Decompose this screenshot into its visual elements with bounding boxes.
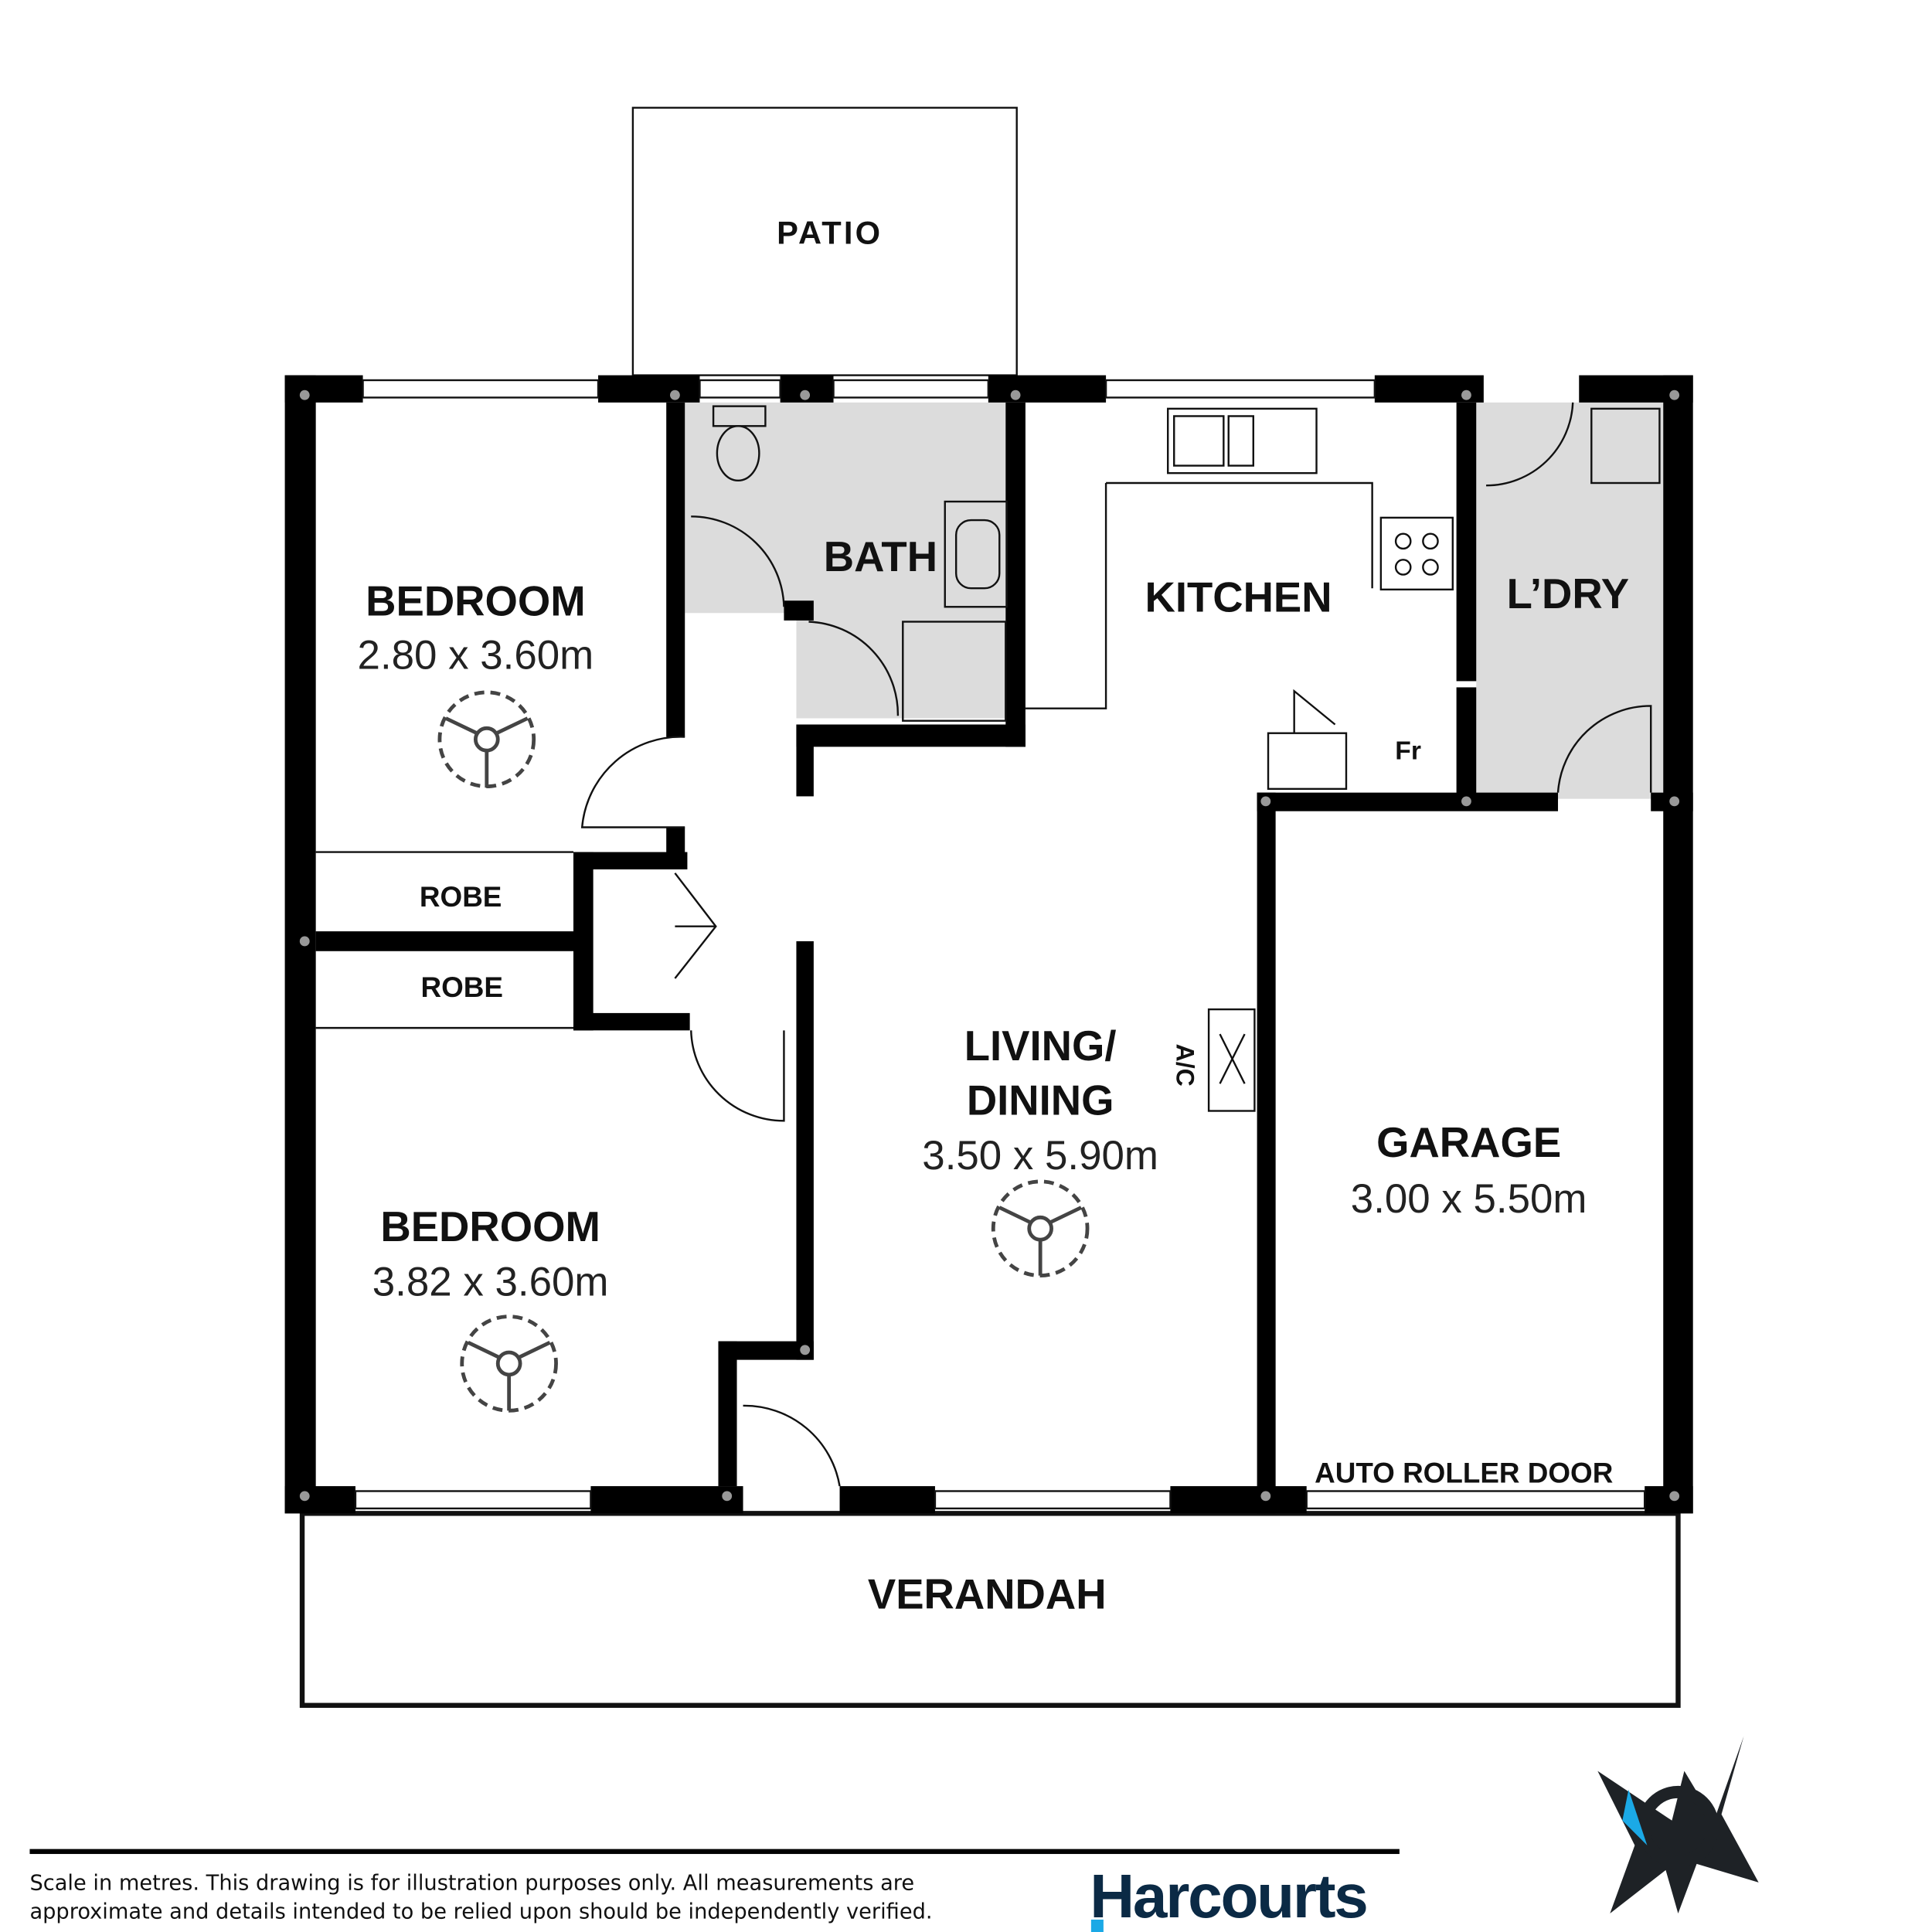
- ceiling-fans: [437, 690, 1090, 1413]
- garage-label: GARAGE: [1376, 1119, 1561, 1166]
- corner-dots: [299, 389, 1680, 1502]
- kitchen-label: KITCHEN: [1145, 574, 1332, 621]
- bedroom2-size: 3.82 x 3.60m: [372, 1259, 609, 1304]
- logo-accent: [1090, 1919, 1104, 1932]
- garage-size: 3.00 x 5.50m: [1351, 1176, 1587, 1222]
- verandah-label: VERANDAH: [868, 1571, 1107, 1618]
- living-size: 3.50 x 5.90m: [922, 1133, 1158, 1179]
- windows: [354, 379, 1646, 1510]
- robe2-label: ROBE: [421, 971, 503, 1003]
- laundry-label: L’DRY: [1507, 570, 1629, 617]
- fridge: [1267, 732, 1348, 791]
- laundry-area: [1476, 402, 1664, 799]
- ac-label: A/C: [1171, 1044, 1199, 1087]
- shower: [902, 621, 1007, 722]
- verandah: [299, 1511, 1681, 1708]
- roller-door-label: AUTO ROLLER DOOR: [1315, 1457, 1613, 1488]
- cooktop: [1379, 516, 1454, 591]
- compass-icon: [1597, 1736, 1759, 1913]
- ac-unit: [1207, 1008, 1256, 1112]
- disclaimer-line-1: Scale in metres. This drawing is for ill…: [29, 1872, 914, 1896]
- bedroom2-label: BEDROOM: [380, 1203, 600, 1250]
- walls: [284, 375, 1693, 1514]
- footer-divider: [29, 1849, 1400, 1855]
- sink: [1167, 407, 1318, 474]
- harcourts-logo: Harcourts: [1090, 1861, 1369, 1930]
- disclaimer-line-2: approximate and details intended to be r…: [29, 1900, 932, 1923]
- bedroom1-label: BEDROOM: [366, 577, 585, 624]
- living-label-2: DINING: [967, 1077, 1114, 1124]
- fridge-label: Fr: [1395, 736, 1421, 765]
- bath-label: BATH: [824, 533, 937, 580]
- patio-label: PATIO: [777, 215, 883, 251]
- fixtures: [315, 402, 1661, 1487]
- robe1-label: ROBE: [420, 881, 502, 913]
- roller-door: [1305, 1490, 1646, 1510]
- laundry-tub: [1590, 407, 1661, 485]
- living-label-1: LIVING/: [964, 1022, 1117, 1070]
- vanity: [944, 500, 1009, 608]
- bedroom1-size: 2.80 x 3.60m: [358, 632, 594, 678]
